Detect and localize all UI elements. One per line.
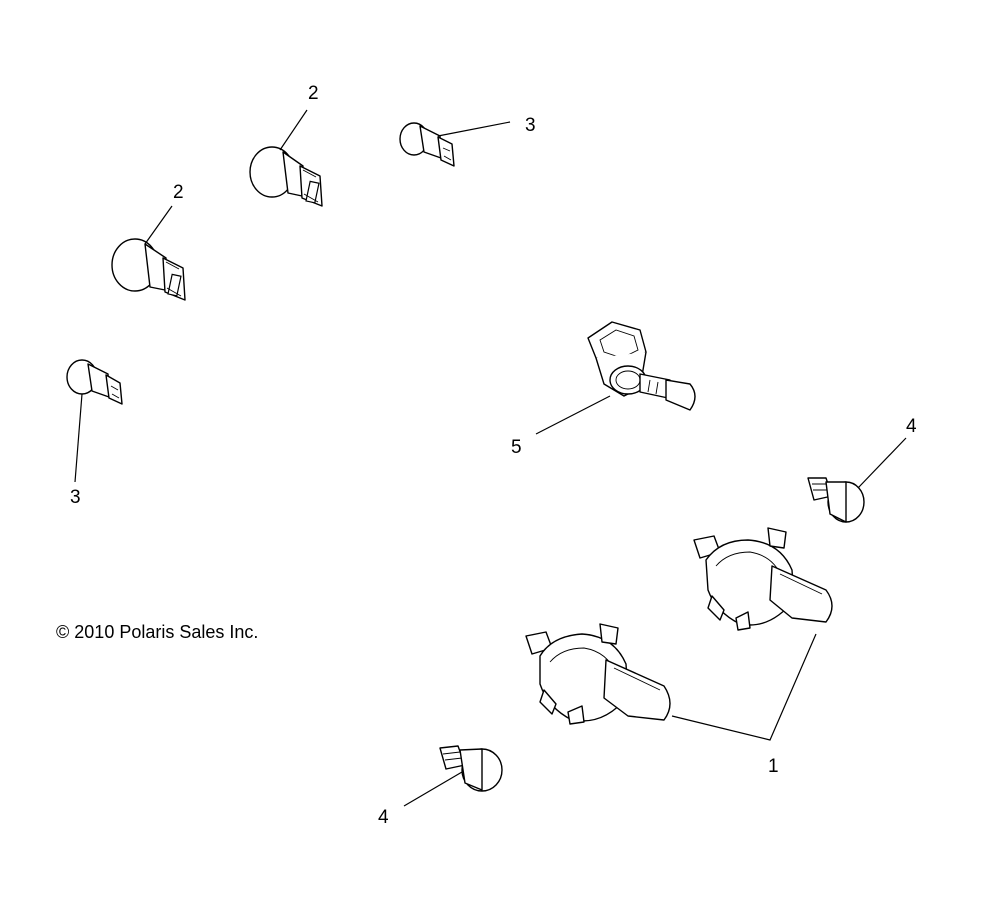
bulb-2-upper [249,146,323,207]
callout-labels: 2 2 3 3 5 4 4 1 [70,83,917,828]
callout-4-right: 4 [906,416,917,437]
callout-1: 1 [768,756,779,777]
bulb-4-right [807,477,865,523]
bulb-2-lower [111,238,186,301]
callout-3-upper: 3 [525,115,536,136]
bulb-3-lower [66,359,123,405]
copyright-text: 2010 Polaris Sales Inc. [74,622,259,642]
headlamp-bulb-right [693,527,833,631]
bulb-3-upper [399,122,455,167]
copyright-symbol: © [56,622,70,642]
copyright-notice: © 2010 Polaris Sales Inc. [56,622,258,643]
leader-lines [74,109,907,807]
headlamp-bulb-left [525,623,671,725]
bulb-4-lower [439,745,503,792]
bulb-5 [587,321,696,411]
callout-3-lower: 3 [70,487,81,508]
callout-2-upper: 2 [308,83,319,104]
callout-4-lower: 4 [378,807,389,828]
callout-5: 5 [511,437,522,458]
callout-2-lower: 2 [173,182,184,203]
